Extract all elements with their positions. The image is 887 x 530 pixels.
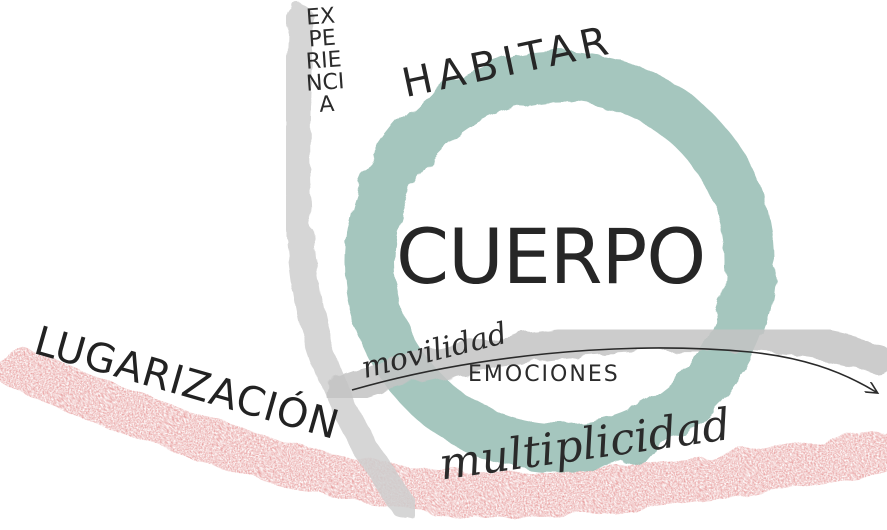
emociones-label: EMOCIONES (468, 362, 620, 387)
red-band (0, 346, 887, 517)
experiencia-label: EXPERIENCIA (305, 3, 346, 118)
movilidad-arrow (351, 347, 876, 392)
experiencia-band (283, 5, 417, 519)
cuerpo-label: CUERPO (396, 212, 706, 301)
habitar-ring (345, 51, 775, 473)
movilidad-band (323, 320, 887, 407)
